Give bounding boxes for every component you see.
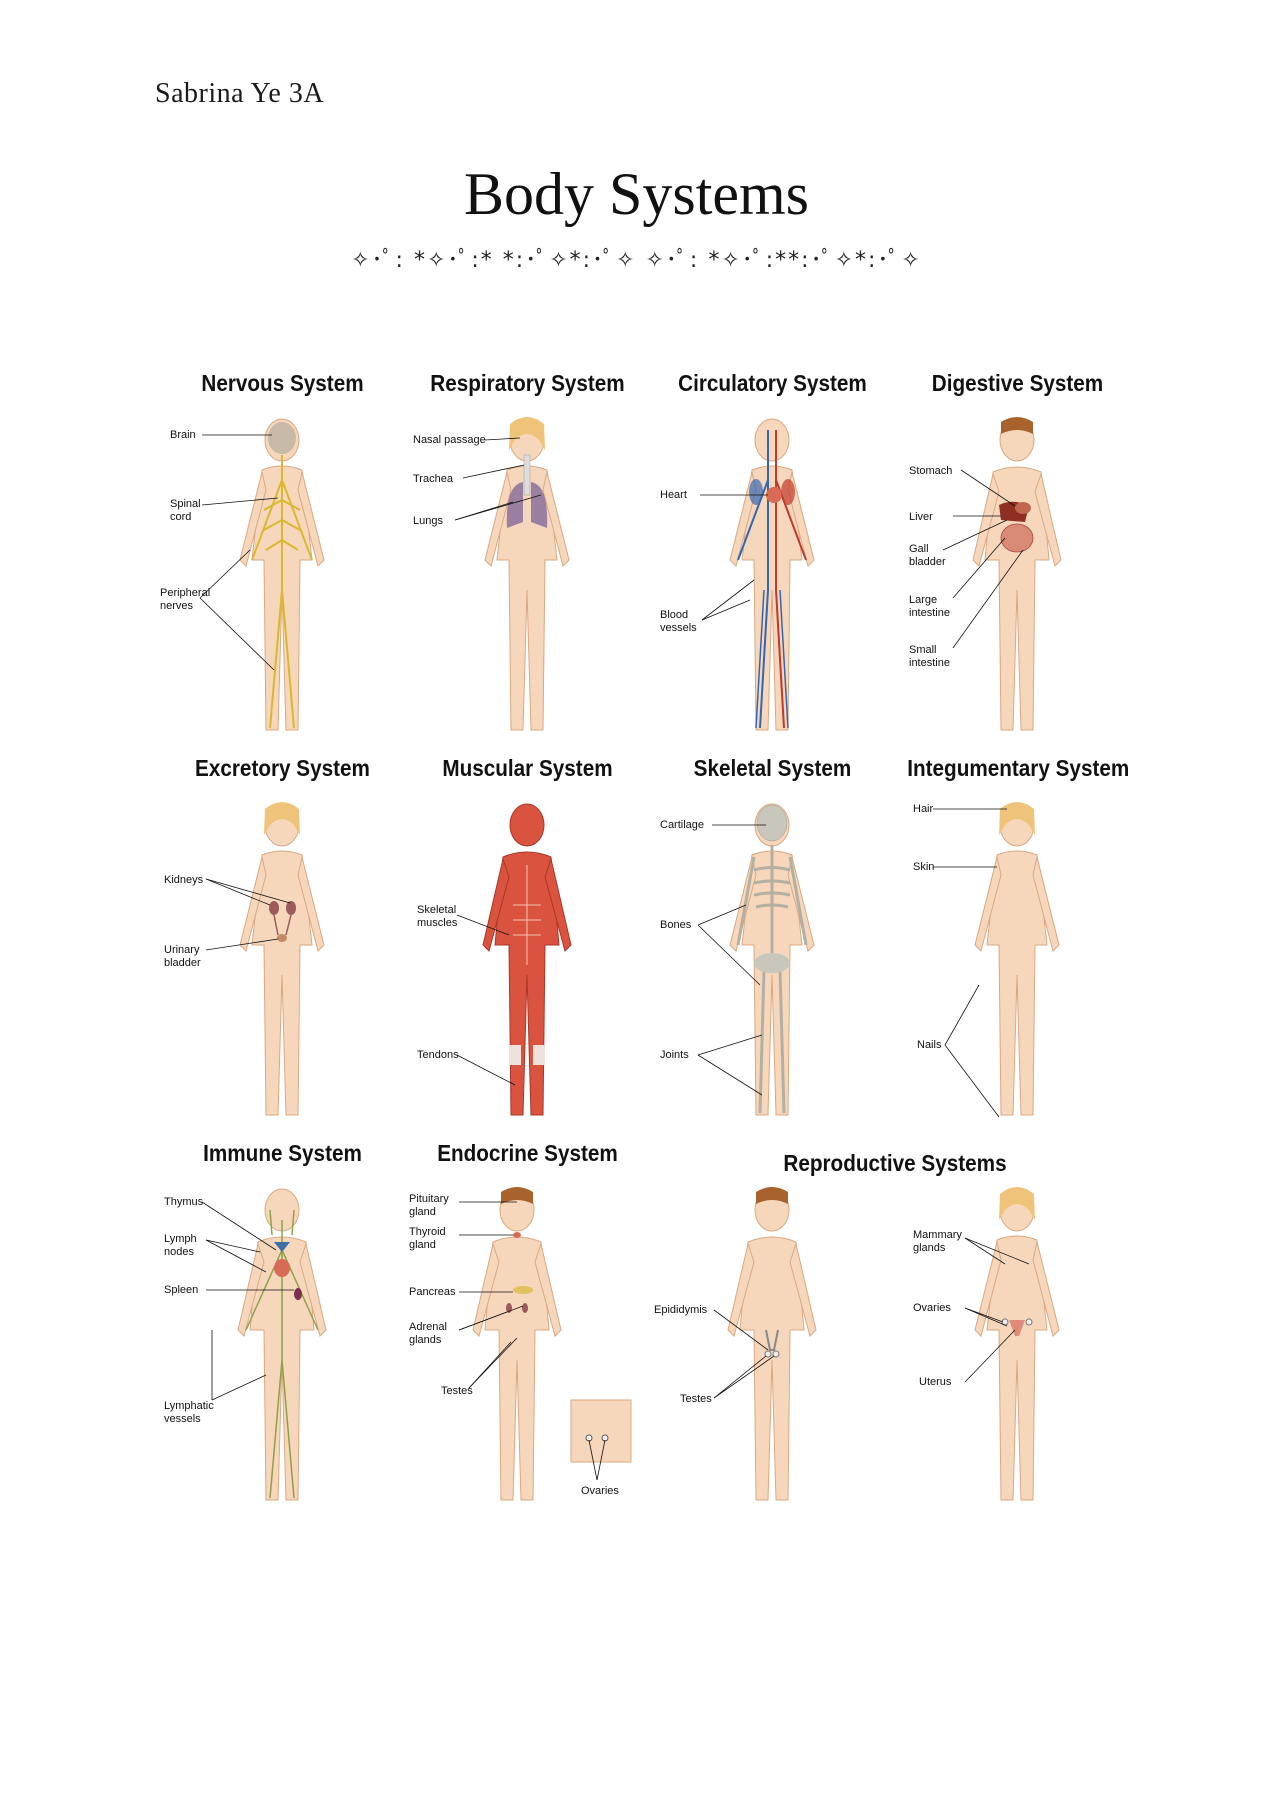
page-title: Body Systems [463,161,810,227]
svg-text:vessels: vessels [660,622,697,634]
svg-text:Spinal: Spinal [170,498,201,510]
svg-text:Stomach: Stomach [909,465,952,477]
svg-text:Uterus: Uterus [919,1376,952,1388]
nervous-system-illustration-icon: Brain Spinal cord Peripheral nerves [160,418,325,731]
svg-text:Nails: Nails [917,1039,942,1051]
svg-text:Joints: Joints [660,1049,689,1061]
svg-text:Trachea: Trachea [413,473,454,485]
panel-immune-system: Immune System Thym [160,1140,405,1525]
circulatory-system-illustration-icon: Heart Blood vessels [660,418,815,731]
svg-text:nerves: nerves [160,600,194,612]
svg-text:intestine: intestine [909,657,950,669]
svg-text:muscles: muscles [417,917,458,929]
svg-text:Hair: Hair [913,803,934,815]
svg-text:Kidneys: Kidneys [164,874,204,886]
svg-text:vessels: vessels [164,1413,201,1425]
svg-text:Cartilage: Cartilage [660,819,704,831]
immune-system-illustration-icon: Thymus Lymph nodes Spleen Lymphatic vess… [164,1188,327,1501]
panel-title: Digestive System [931,370,1104,396]
panel-title: Skeletal System [693,755,852,781]
svg-text:Epididymis: Epididymis [654,1304,708,1316]
svg-text:Ovaries: Ovaries [913,1302,951,1314]
panel-title: Excretory System [195,755,370,781]
svg-text:Liver: Liver [909,511,933,523]
svg-text:Spleen: Spleen [164,1284,198,1296]
svg-text:Brain: Brain [170,429,196,441]
author-name: Sabrina Ye 3A [155,78,325,109]
svg-text:Pancreas: Pancreas [409,1286,456,1298]
panel-title: Immune System [203,1140,362,1166]
svg-text:Tendons: Tendons [417,1049,459,1061]
panel-circulatory-system: Circulatory System Heart Blood [650,370,895,755]
panel-nervous-system: Nervous System Brain Spinal c [160,370,405,755]
panel-digestive-system: Digestive System Stomach Liver Gall [895,370,1140,755]
reproductive-systems-title: Reproductive Systems [783,1150,1007,1176]
svg-text:Peripheral: Peripheral [160,587,210,599]
svg-text:Lymph: Lymph [164,1233,197,1245]
respiratory-system-illustration-icon: Nasal passage Trachea Lungs [413,417,570,731]
excretory-system-illustration-icon: Kidneys Urinary bladder [164,802,325,1116]
svg-text:gland: gland [409,1206,436,1218]
endocrine-system-illustration-icon: Pituitary gland Thyroid gland Pancreas A… [409,1187,632,1501]
svg-text:Thyroid: Thyroid [409,1226,446,1238]
integumentary-system-illustration-icon: Hair Skin Nails [913,802,1060,1118]
svg-text:Skin: Skin [913,861,934,873]
panel-excretory-system: Excretory System Kidneys Urinary bladder [160,755,405,1140]
svg-text:Bones: Bones [660,919,692,931]
svg-text:cord: cord [170,511,191,523]
panel-female-reproductive-system: Mammary glands Ovaries Uterus [895,1140,1140,1525]
panel-endocrine-system: Endocrine System [405,1140,650,1525]
body-systems-figure: Nervous System Brain Spinal c [160,370,1140,1540]
svg-text:glands: glands [409,1334,442,1346]
decorative-divider: ✧･ﾟ: *✧･ﾟ:* *:･ﾟ✧*:･ﾟ✧ ✧･ﾟ: *✧･ﾟ:**:･ﾟ✧*… [351,248,922,273]
panel-muscular-system: Muscular System Skeletal muscles Tendons [405,755,650,1140]
svg-text:Thymus: Thymus [164,1196,204,1208]
panel-title: Circulatory System [678,370,867,396]
svg-text:Gall: Gall [909,543,929,555]
svg-text:Nasal passage: Nasal passage [413,434,486,446]
svg-text:nodes: nodes [164,1246,194,1258]
panel-title: Respiratory System [430,370,625,396]
panel-integumentary-system: Integumentary System Hair Skin Nails [895,755,1140,1140]
svg-text:Urinary: Urinary [164,944,200,956]
svg-text:Lungs: Lungs [413,515,443,527]
panel-skeletal-system: Skeletal System Cartilage [650,755,895,1140]
panel-title: Nervous System [201,370,364,396]
panel-title: Endocrine System [437,1140,618,1166]
svg-text:bladder: bladder [164,957,201,969]
svg-text:Mammary: Mammary [913,1229,962,1241]
svg-text:Skeletal: Skeletal [417,904,456,916]
svg-text:Adrenal: Adrenal [409,1321,447,1333]
female-reproductive-illustration-icon: Mammary glands Ovaries Uterus [913,1187,1060,1501]
svg-text:Ovaries: Ovaries [581,1485,619,1497]
svg-text:Blood: Blood [660,609,688,621]
male-reproductive-illustration-icon: Epididymis Testes [654,1187,817,1501]
panel-title: Integumentary System [907,755,1130,781]
svg-text:gland: gland [409,1239,436,1251]
svg-text:glands: glands [913,1242,946,1254]
svg-text:Testes: Testes [680,1393,712,1405]
panel-title: Muscular System [442,755,613,781]
panel-male-reproductive-system: Epididymis Testes [650,1140,895,1525]
svg-text:intestine: intestine [909,607,950,619]
svg-text:Small: Small [909,644,937,656]
digestive-system-illustration-icon: Stomach Liver Gall bladder Large intesti… [909,417,1062,731]
svg-text:Testes: Testes [441,1385,473,1397]
panel-respiratory-system: Respiratory System Nasal passage Trachea… [405,370,650,755]
muscular-system-illustration-icon: Skeletal muscles Tendons [417,803,572,1116]
svg-text:Heart: Heart [660,489,687,501]
svg-text:bladder: bladder [909,556,946,568]
svg-text:Lymphatic: Lymphatic [164,1400,214,1412]
svg-text:Large: Large [909,594,937,606]
skeletal-system-illustration-icon: Cartilage Bones Joints [660,803,815,1116]
svg-text:Pituitary: Pituitary [409,1193,449,1205]
